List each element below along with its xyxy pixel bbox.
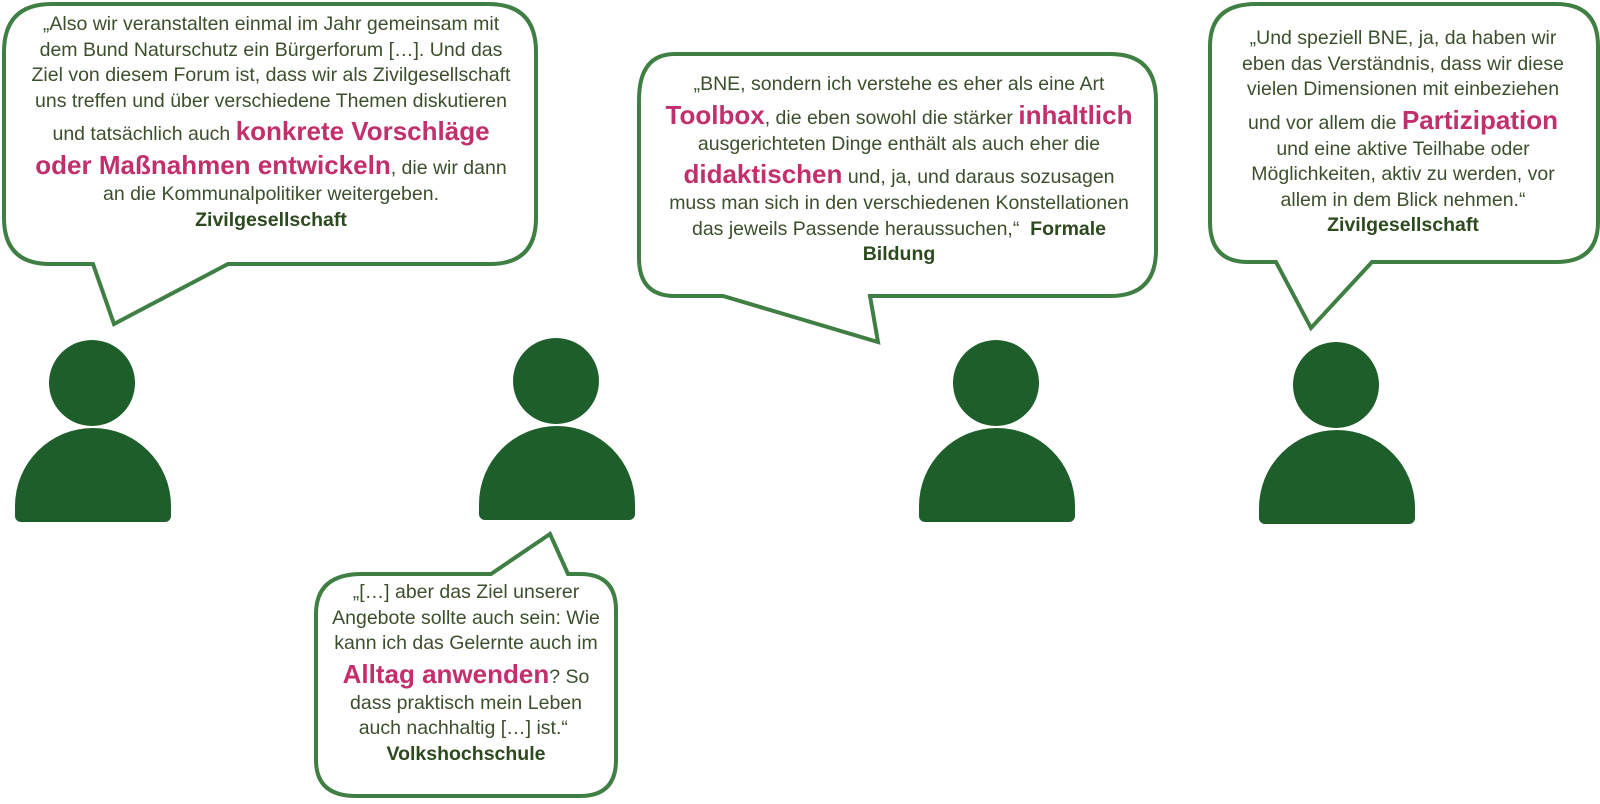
quote-3-text: „BNE, sondern ich verstehe es eher als e…	[693, 73, 1105, 95]
quote-4-source: Zivilgesellschaft	[1327, 214, 1479, 236]
quote-1-source: Zivilgesellschaft	[195, 208, 347, 231]
quote-4-highlight: Partizipation	[1401, 104, 1558, 135]
person-head	[953, 340, 1039, 426]
person-icon-3	[919, 340, 1075, 522]
person-icon-1	[15, 340, 171, 522]
quote-1-text-end: , die wir dann an die Kommunalpolitiker …	[102, 157, 507, 205]
quote-2-text-2: ? So dass praktisch mein Leben auch nach…	[350, 665, 590, 740]
person-head	[49, 340, 135, 426]
quote-1-highlight: konkrete Vorschläge oder Maßnahmen entwi…	[35, 116, 490, 180]
quote-3: „BNE, sondern ich verstehe es eher als e…	[664, 72, 1134, 268]
quote-4-text-2: und eine aktive Teilhabe oder Möglichkei…	[1251, 137, 1555, 211]
quote-3-highlight-didaktischen: didaktischen	[683, 159, 843, 189]
quote-3-text-3: ausgerichteten Dinge enthält als auch eh…	[697, 132, 1101, 155]
quote-3-text-2: , die eben sowohl die stärker	[764, 106, 1013, 129]
speech-bubble-4	[314, 531, 618, 798]
person-icon-4	[1259, 342, 1415, 524]
person-body	[15, 428, 171, 522]
person-body	[919, 428, 1075, 522]
quote-4: „Und speziell BNE, ja, da haben wir eben…	[1230, 26, 1576, 239]
quote-2-text: „[…] aber das Ziel unserer Angebote soll…	[332, 581, 600, 654]
quote-4-text: „Und speziell BNE, ja, da haben wir eben…	[1242, 27, 1564, 134]
quote-2-highlight: Alltag anwenden	[342, 658, 550, 689]
quote-3-text-4: und, ja, und daraus sozusagen muss man s…	[669, 166, 1129, 240]
quote-1: „Also wir veranstalten einmal im Jahr ge…	[26, 12, 516, 233]
quote-1-text: „Also wir veranstalten einmal im Jahr ge…	[31, 13, 511, 145]
quote-2-source: Volkshochschule	[386, 742, 546, 765]
quote-3-source: Formale Bildung	[862, 217, 1107, 266]
person-head	[513, 338, 599, 424]
speech-bubble-3	[1208, 2, 1600, 332]
quote-3-highlight-inhaltlich: inhaltlich	[1018, 99, 1133, 130]
person-body	[479, 426, 635, 520]
person-head	[1293, 342, 1379, 428]
person-icon-2	[479, 338, 635, 520]
person-body	[1259, 430, 1415, 524]
quote-3-highlight-toolbox: Toolbox	[665, 99, 765, 130]
speech-bubble-2	[637, 52, 1158, 345]
quote-2: „[…] aber das Ziel unserer Angebote soll…	[328, 580, 604, 767]
speech-bubble-1	[2, 2, 538, 327]
